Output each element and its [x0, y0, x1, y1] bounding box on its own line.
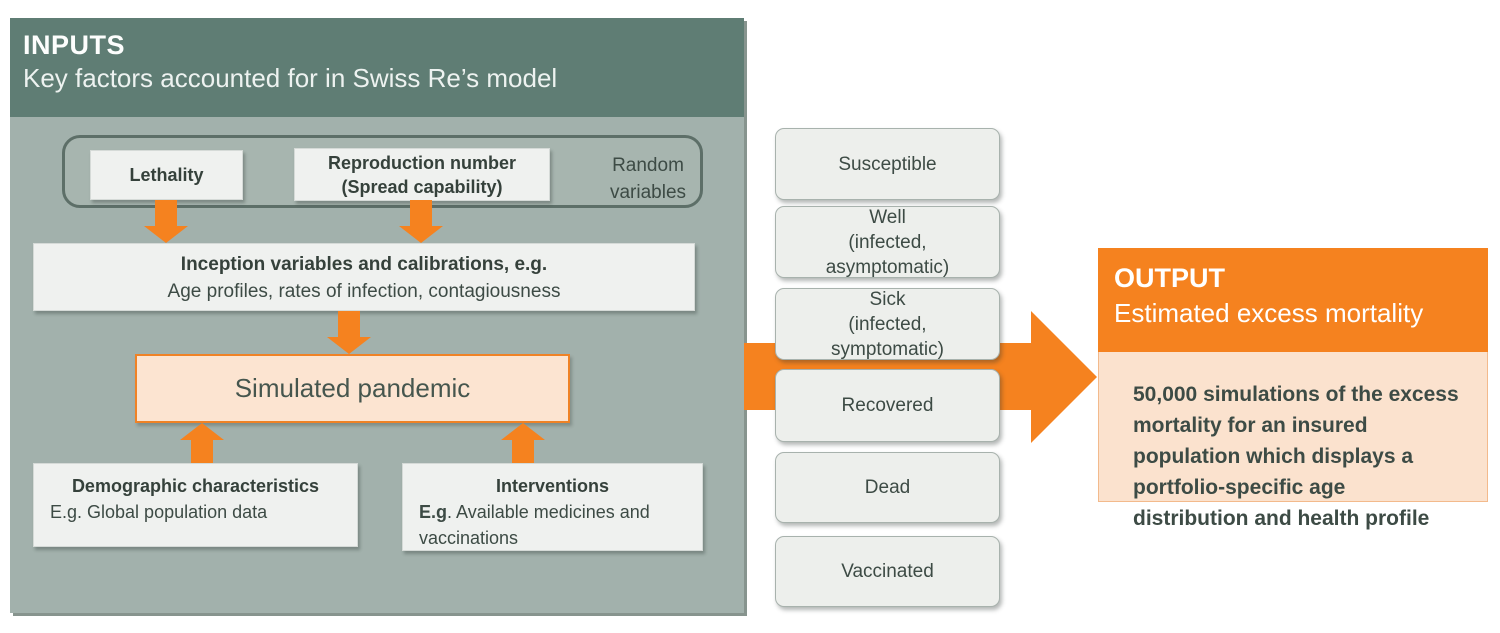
reproduction-label-line1: Reproduction number	[328, 152, 516, 173]
state-box-recovered: Recovered	[775, 369, 1000, 442]
output-body: 50,000 simulations of the excess mortali…	[1098, 352, 1488, 530]
arrow-shaft	[512, 440, 534, 463]
simulated-pandemic-box: Simulated pandemic	[135, 354, 570, 423]
state-label: Recovered	[841, 395, 934, 416]
simulated-pandemic-label: Simulated pandemic	[234, 373, 471, 403]
state-label: Vaccinated	[841, 561, 934, 582]
inception-body: Age profiles, rates of infection, contag…	[167, 281, 561, 302]
arrow-head	[144, 226, 188, 243]
down-arrow-icon	[399, 200, 443, 243]
arrow-shaft	[338, 311, 360, 337]
interventions-body-prefix: E.g	[419, 502, 448, 522]
interventions-title: Interventions	[495, 476, 610, 496]
reproduction-label-line2: (Spread capability)	[341, 176, 503, 197]
state-label: Susceptible	[838, 153, 937, 175]
output-title: OUTPUT	[1114, 263, 1225, 293]
state-box-dead: Dead	[775, 452, 1000, 523]
down-arrow-icon	[144, 200, 188, 243]
reproduction-number-box: Reproduction number (Spread capability)	[294, 148, 550, 201]
demographic-title: Demographic characteristics	[71, 476, 320, 496]
state-label: Well	[869, 206, 906, 228]
state-box-well: Well (infected, asymptomatic)	[775, 206, 1000, 278]
arrow-head	[501, 423, 545, 440]
output-body-text: 50,000 simulations of the excess mortali…	[1133, 383, 1459, 530]
random-variables-label-line1: Random	[612, 155, 684, 176]
arrow-head	[399, 226, 443, 243]
interventions-box: Interventions E.g. Available medicines a…	[402, 463, 703, 551]
right-arrow-icon	[1031, 311, 1097, 443]
inception-variables-box: Inception variables and calibrations, e.…	[33, 243, 695, 311]
inputs-panel: INPUTS Key factors accounted for in Swis…	[10, 18, 744, 613]
demographic-characteristics-box: Demographic characteristics E.g. Global …	[33, 463, 358, 547]
up-arrow-icon	[501, 423, 545, 463]
lethality-label: Lethality	[129, 165, 204, 185]
interventions-body-rest: . Available medicines and vaccinations	[419, 502, 650, 548]
output-subtitle: Estimated excess mortality	[1114, 298, 1424, 328]
output-header: OUTPUT Estimated excess mortality	[1098, 248, 1488, 352]
arrow-shaft	[410, 200, 432, 226]
interventions-body: E.g. Available medicines and vaccination…	[419, 499, 686, 551]
demographic-body: E.g. Global population data	[50, 502, 268, 522]
state-label: Sick	[869, 288, 906, 310]
lethality-box: Lethality	[90, 150, 243, 200]
state-box-vaccinated: Vaccinated	[775, 536, 1000, 607]
state-sublabel: (infected,	[848, 231, 927, 253]
arrow-shaft	[155, 200, 177, 226]
random-variables-label-line2: variables	[609, 182, 687, 203]
state-box-susceptible: Susceptible	[775, 128, 1000, 200]
inputs-subtitle: Key factors accounted for in Swiss Re’s …	[23, 63, 558, 93]
arrow-head	[327, 337, 371, 354]
state-label: Dead	[864, 477, 911, 498]
random-variables-label: Random variables	[568, 152, 728, 206]
state-sublabel: symptomatic)	[831, 338, 944, 360]
state-box-sick: Sick (infected, symptomatic)	[775, 288, 1000, 360]
state-sublabel: asymptomatic)	[825, 256, 950, 278]
state-sublabel: (infected,	[848, 313, 927, 335]
inputs-header: INPUTS Key factors accounted for in Swis…	[10, 18, 744, 117]
inputs-title: INPUTS	[23, 30, 126, 60]
inception-title: Inception variables and calibrations, e.…	[180, 254, 548, 275]
arrow-head	[180, 423, 224, 440]
down-arrow-icon	[327, 311, 371, 354]
up-arrow-icon	[180, 423, 224, 463]
arrow-shaft	[191, 440, 213, 463]
